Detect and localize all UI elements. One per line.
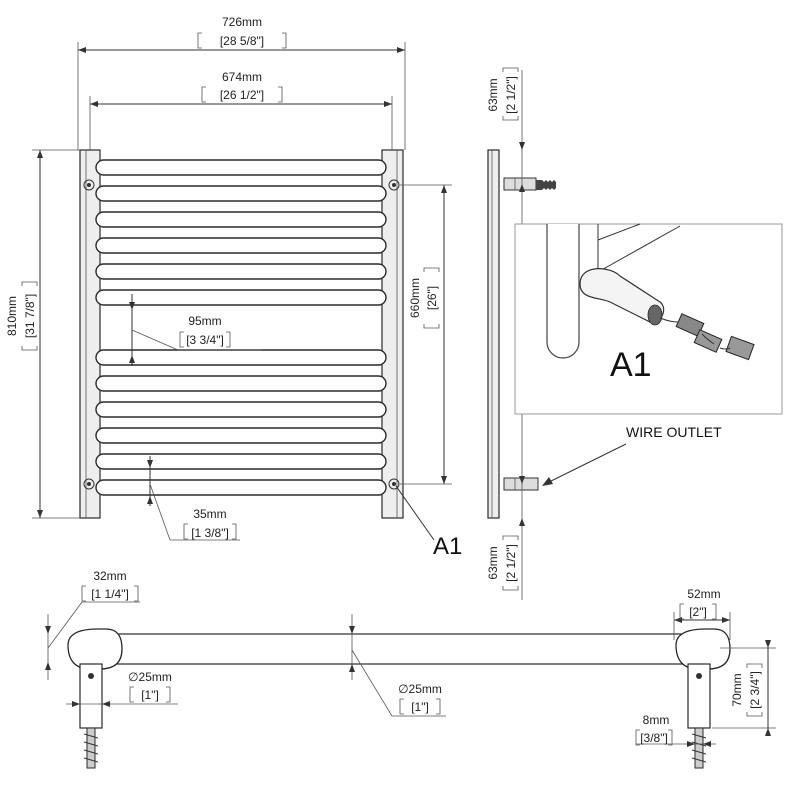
overall-width-mm: 726mm [222,15,262,29]
mount-hole-bottom-right [388,478,400,490]
bottom-offset-mm: 63mm [486,546,500,579]
overall-height-in: [31 7/8"] [23,294,37,338]
mount-height-mm: 660mm [408,278,422,318]
mount-height-in: [26"] [425,286,439,310]
towel-bar [95,185,387,202]
end-cap-in: [1 1/4"] [91,587,129,601]
mount-hole-top-left [83,179,95,191]
bar-spacing-mm: 35mm [193,507,226,521]
towel-bar [95,427,387,444]
wire-outlet-label: WIRE OUTLET [626,424,722,440]
bar-diameter-in: [1"] [411,700,429,714]
right-bracket [675,628,731,670]
towel-bar [95,159,387,176]
towel-bar [95,289,387,306]
bar-spacing-in: [1 3/8"] [191,526,229,540]
mount-height-dimension: 660mm [26"] [400,184,452,485]
screw-in: [3/8"] [640,731,668,745]
a1-marker: A1 [433,533,462,560]
towel-bar [95,263,387,280]
right-rail [381,149,404,519]
left-bracket [67,628,123,670]
bar-spacing-dimension: 35mm [1 3/8"] [147,456,240,541]
bracket-width-in: [2"] [689,605,707,619]
upper-standoff [503,177,537,191]
screw-mm: 8mm [643,713,670,727]
bar-gap-mm: 95mm [188,314,221,328]
inner-width-mm: 674mm [222,70,262,84]
overall-width-in: [28 5/8"] [220,34,264,48]
bracket-width-mm: 52mm [687,587,720,601]
overall-height-dimension: 810mm [31 7/8"] [5,149,80,519]
inner-width-in: [26 1/2"] [220,88,264,102]
connector-plug-2 [693,329,723,353]
towel-bar [95,211,387,228]
post-diameter-mm: ∅25mm [128,670,172,684]
overall-width-dimension: 726mm [28 5/8"] [77,15,406,150]
top-offset-mm: 63mm [486,78,500,111]
bar-diameter-mm: ∅25mm [398,682,442,696]
inner-width-dimension: 674mm [26 1/2"] [89,70,393,150]
detail-a1: A1 [514,223,783,415]
front-bars [95,159,387,496]
wall-depth-in: [2 3/4"] [748,671,762,709]
towel-bar [95,453,387,470]
bar-gap-in: [3 3/4"] [186,333,224,347]
overall-height-mm: 810mm [5,296,19,336]
wire-outlet-arrow [542,477,553,486]
top-offset-in: [2 1/2"] [504,76,518,114]
mount-hole-top-right [388,179,400,191]
bar-gap-dimension: 95mm [3 3/4"] [129,294,262,366]
top-bar [91,633,703,665]
right-screw-icon [694,727,704,769]
bottom-offset-in: [2 1/2"] [504,544,518,582]
detail-a1-label: A1 [610,346,652,384]
towel-bar [95,479,387,496]
towel-bar [95,237,387,254]
a1-leader [395,485,435,541]
towel-bar [95,349,387,366]
wall-depth-mm: 70mm [730,673,744,706]
top-view: 32mm [1 1/4"] ∅25mm [1"] ∅25mm [1"] 52mm… [45,569,776,769]
connector-plug-3 [725,335,755,361]
front-view: 726mm [28 5/8"] 674mm [26 1/2"] 810mm [3… [5,15,462,560]
towel-bar [95,375,387,392]
post-diameter-in: [1"] [141,688,159,702]
wall-screw-icon [536,180,556,190]
mount-hole-bottom-left [83,478,95,490]
side-rail [487,149,500,519]
left-screw-icon [86,727,96,769]
towel-bar [95,401,387,418]
end-cap-mm: 32mm [93,569,126,583]
